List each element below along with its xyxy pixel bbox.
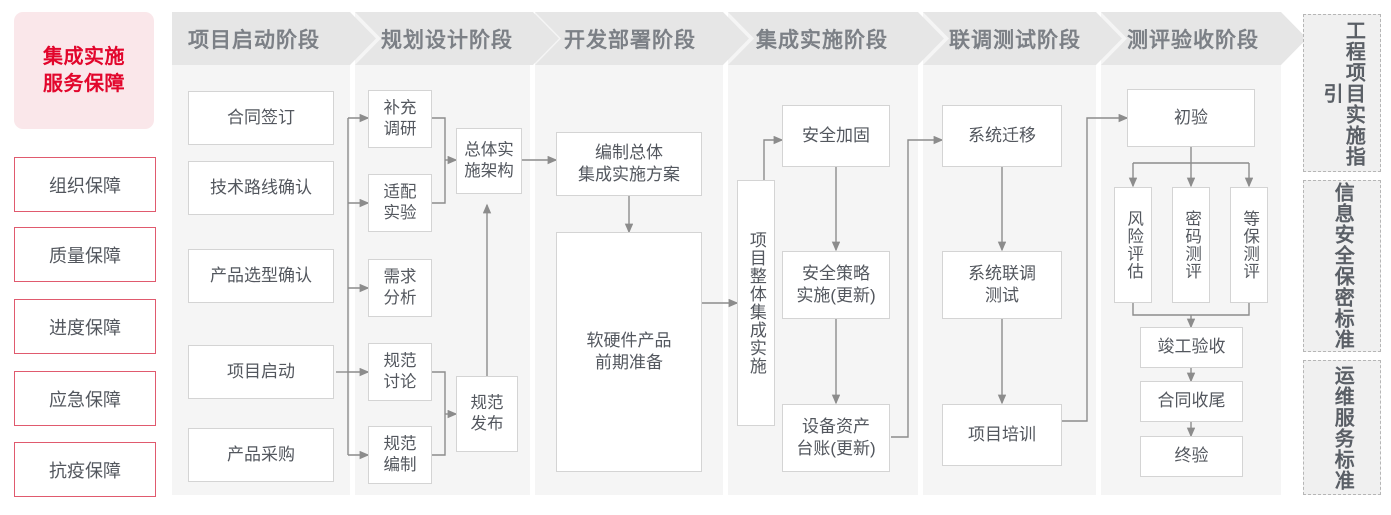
node-label: 项目整体集成实施 bbox=[746, 231, 766, 375]
node-label-line2: 编制 bbox=[383, 456, 417, 474]
node-system-migration[interactable]: 系统迁移 bbox=[942, 105, 1062, 167]
node-completion-acceptance[interactable]: 竣工验收 bbox=[1140, 327, 1243, 368]
node-label-line1: 规范 bbox=[470, 393, 504, 412]
node-spec-publish[interactable]: 规范 发布 bbox=[456, 376, 518, 452]
node-label: 系统迁移 bbox=[968, 125, 1036, 145]
node-requirement-analysis[interactable]: 需求 分析 bbox=[368, 259, 432, 317]
node-label: 等保测评 bbox=[1240, 210, 1259, 280]
guarantee-item-label: 抗疫保障 bbox=[49, 460, 121, 481]
guarantee-title: 集成实施 服务保障 bbox=[14, 12, 154, 129]
standard-label: 工程项目实施指引 bbox=[1320, 19, 1365, 167]
node-label-line2: 讨论 bbox=[383, 373, 417, 391]
node-contract-closeout[interactable]: 合同收尾 bbox=[1140, 381, 1243, 422]
node-label: 合同收尾 bbox=[1157, 391, 1226, 411]
node-mlps-evaluation[interactable]: 等保测评 bbox=[1230, 187, 1268, 303]
node-label: 初验 bbox=[1174, 107, 1208, 127]
node-cryptography-evaluation[interactable]: 密码测评 bbox=[1172, 187, 1210, 303]
stage-header-integrate[interactable]: 集成实施阶段 bbox=[728, 12, 944, 65]
node-label: 合同签订 bbox=[227, 107, 295, 127]
node-label-line1: 规范 bbox=[383, 434, 417, 453]
node-label: 密码测评 bbox=[1182, 210, 1201, 280]
standard-infosec-confidentiality[interactable]: 信息安全保密标准 bbox=[1303, 180, 1381, 352]
node-supplementary-survey[interactable]: 补充 调研 bbox=[368, 90, 432, 148]
node-label-line2: 施架构 bbox=[464, 162, 514, 180]
node-security-policy-implementation[interactable]: 安全策略 实施(更新) bbox=[782, 251, 890, 319]
stage-header-label: 集成实施阶段 bbox=[756, 28, 888, 52]
guarantee-item-label: 应急保障 bbox=[49, 389, 121, 410]
standard-label: 运维服务标准 bbox=[1331, 364, 1354, 491]
node-project-training[interactable]: 项目培训 bbox=[942, 404, 1062, 466]
node-label-line2: 发布 bbox=[470, 415, 504, 433]
node-label: 技术路线确认 bbox=[210, 177, 312, 197]
node-label: 风险评估 bbox=[1124, 210, 1143, 280]
node-label-line2: 调研 bbox=[383, 120, 417, 138]
node-tech-route-confirm[interactable]: 技术路线确认 bbox=[188, 161, 334, 215]
node-project-kickoff[interactable]: 项目启动 bbox=[188, 345, 334, 399]
guarantee-item-label: 组织保障 bbox=[49, 175, 121, 196]
standard-label: 信息安全保密标准 bbox=[1331, 182, 1354, 350]
node-equipment-asset-ledger[interactable]: 设备资产 台账(更新) bbox=[782, 404, 890, 472]
node-label: 安全加固 bbox=[802, 125, 870, 145]
node-product-selection-confirm[interactable]: 产品选型确认 bbox=[188, 249, 334, 303]
node-label-line1: 适配 bbox=[383, 182, 417, 201]
node-label-line2: 实施(更新) bbox=[796, 286, 876, 305]
node-label-line1: 补充 bbox=[383, 98, 417, 117]
stage-header-planning[interactable]: 规划设计阶段 bbox=[355, 12, 559, 65]
guarantee-title-line2: 服务保障 bbox=[43, 72, 125, 95]
node-label-line2: 台账(更新) bbox=[796, 439, 876, 458]
stage-header-jointtest[interactable]: 联调测试阶段 bbox=[923, 12, 1122, 65]
node-preliminary-acceptance[interactable]: 初验 bbox=[1127, 89, 1255, 147]
node-compile-overall-integration-plan[interactable]: 编制总体 集成实施方案 bbox=[556, 132, 702, 196]
node-label-line1: 需求 bbox=[383, 267, 417, 286]
stage-header-develop[interactable]: 开发部署阶段 bbox=[535, 12, 749, 65]
standard-engineering-guide[interactable]: 工程项目实施指引 bbox=[1303, 14, 1381, 172]
guarantee-item-epidemic[interactable]: 抗疫保障 bbox=[14, 442, 156, 497]
stage-header-acceptance[interactable]: 测评验收阶段 bbox=[1101, 12, 1307, 65]
node-label-line1: 系统联调 bbox=[968, 263, 1036, 283]
node-adaptation-experiment[interactable]: 适配 实验 bbox=[368, 174, 432, 232]
node-overall-implementation-architecture[interactable]: 总体实 施架构 bbox=[456, 128, 522, 194]
node-label: 产品采购 bbox=[227, 444, 295, 464]
node-label: 竣工验收 bbox=[1157, 337, 1226, 357]
node-product-purchase[interactable]: 产品采购 bbox=[188, 428, 334, 482]
guarantee-title-line1: 集成实施 bbox=[43, 45, 125, 68]
node-overall-project-integration[interactable]: 项目整体集成实施 bbox=[737, 180, 775, 426]
stage-header-label: 项目启动阶段 bbox=[188, 28, 320, 52]
guarantee-item-label: 进度保障 bbox=[49, 317, 121, 338]
node-label-line1: 软硬件产品 bbox=[586, 330, 672, 350]
stage-header-label: 规划设计阶段 bbox=[381, 28, 513, 52]
guarantee-item-organization[interactable]: 组织保障 bbox=[14, 157, 156, 212]
node-label: 项目启动 bbox=[227, 361, 295, 381]
node-label: 终验 bbox=[1174, 446, 1209, 466]
standard-ops-service[interactable]: 运维服务标准 bbox=[1303, 360, 1381, 495]
guarantee-item-schedule[interactable]: 进度保障 bbox=[14, 299, 156, 354]
stage-header-label: 测评验收阶段 bbox=[1127, 28, 1259, 52]
node-label-line1: 总体实 bbox=[464, 140, 514, 159]
guarantee-item-label: 质量保障 bbox=[49, 245, 121, 266]
node-label: 产品选型确认 bbox=[210, 265, 312, 285]
node-label-line2: 测试 bbox=[985, 286, 1019, 305]
node-label-line1: 编制总体 bbox=[595, 142, 663, 162]
stage-header-start[interactable]: 项目启动阶段 bbox=[172, 12, 376, 65]
node-final-acceptance[interactable]: 终验 bbox=[1140, 436, 1243, 477]
node-spec-drafting[interactable]: 规范 编制 bbox=[368, 426, 432, 484]
node-label-line2: 实验 bbox=[383, 204, 417, 222]
node-label-line1: 安全策略 bbox=[801, 263, 870, 283]
node-contract-signing[interactable]: 合同签订 bbox=[188, 91, 334, 145]
guarantee-item-quality[interactable]: 质量保障 bbox=[14, 227, 156, 282]
node-label-line2: 分析 bbox=[383, 289, 417, 307]
node-label: 项目培训 bbox=[968, 424, 1036, 444]
node-label-line1: 设备资产 bbox=[801, 416, 870, 436]
node-label-line2: 集成实施方案 bbox=[578, 165, 680, 184]
node-label-line2: 前期准备 bbox=[595, 353, 663, 372]
node-security-hardening[interactable]: 安全加固 bbox=[782, 105, 890, 167]
node-hw-sw-preparation[interactable]: 软硬件产品 前期准备 bbox=[556, 232, 702, 472]
node-system-joint-debug-test[interactable]: 系统联调 测试 bbox=[942, 251, 1062, 319]
guarantee-item-emergency[interactable]: 应急保障 bbox=[14, 371, 156, 426]
stage-header-label: 联调测试阶段 bbox=[949, 28, 1081, 52]
node-label-line1: 规范 bbox=[383, 351, 417, 370]
node-spec-discussion[interactable]: 规范 讨论 bbox=[368, 343, 432, 401]
node-risk-assessment[interactable]: 风险评估 bbox=[1114, 187, 1152, 303]
stage-header-label: 开发部署阶段 bbox=[564, 28, 696, 52]
